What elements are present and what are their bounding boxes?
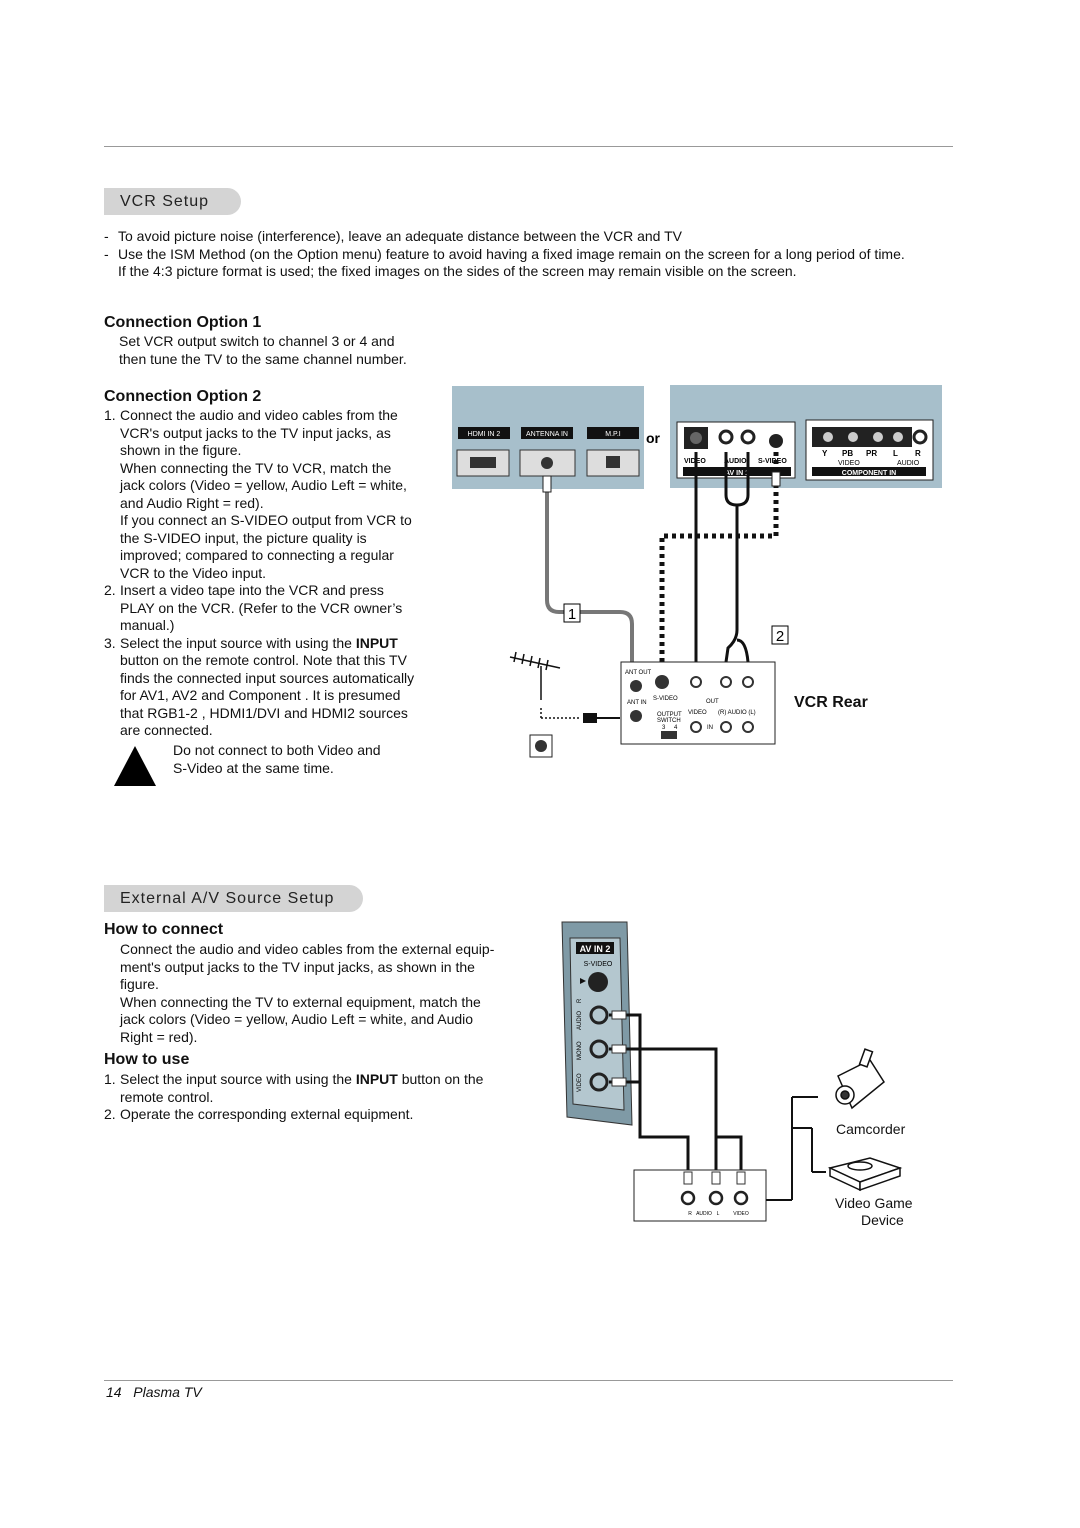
option1-heading: Connection Option 1 [104, 314, 262, 331]
option2-steps: 1.Connect the audio and video cables fro… [104, 407, 439, 740]
component-label: Y [822, 449, 828, 458]
s-video-cable [659, 452, 779, 662]
panel1-label: ANTENNA IN [526, 431, 568, 438]
warning-icon [114, 746, 156, 786]
panel1-label: M.P.I [605, 431, 620, 438]
how-to-use-heading: How to use [104, 1051, 190, 1068]
vcr-label: S-VIDEO [653, 696, 678, 702]
note-3: If the 4:3 picture format is used; the f… [118, 263, 797, 279]
vcr-label: VIDEO [688, 710, 707, 716]
step1: 1.Connect the audio and video cables fro… [104, 407, 412, 581]
antenna-cable [545, 476, 634, 662]
av-label: AUDIO [724, 458, 747, 465]
device-bracket [766, 1096, 826, 1201]
note-2: -Use the ISM Method (on the Option menu)… [104, 245, 905, 262]
s-video-jack [588, 972, 608, 992]
section-title-external: External A/V Source Setup [104, 885, 363, 912]
video-game-label: Video Game [835, 1195, 913, 1211]
warning-text: Do not connect to both Video and S-Video… [173, 742, 381, 776]
video-game-icon [827, 1157, 903, 1192]
vcr-rear-panel [620, 661, 776, 745]
vcr-connection-diagram: HDMI IN 2 ANTENNA IN M.P.I or VIDEO AUDI… [452, 385, 942, 758]
top-rule [104, 146, 953, 147]
vcr-rear-label: VCR Rear [794, 694, 868, 711]
video-game-label-2: Device [861, 1212, 904, 1228]
component-label: COMPONENT IN [842, 470, 896, 477]
component-label: L [893, 449, 898, 458]
vcr-label: OUT [706, 699, 719, 705]
vcr-label: 4 [674, 725, 678, 731]
camcorder-label: Camcorder [836, 1121, 906, 1137]
av-in2-label: AV IN 2 [580, 944, 611, 954]
component-label: PB [842, 449, 853, 458]
device-label: L [717, 1211, 720, 1217]
device-label: AUDIO [696, 1211, 712, 1217]
callout-1: 1 [568, 606, 576, 623]
vcr-label: ANT OUT [625, 670, 652, 676]
device-label: R [688, 1211, 692, 1217]
av-label: AV IN 1 [725, 470, 749, 477]
section-title-text: VCR Setup [120, 192, 210, 210]
vcr-label: ANT IN [627, 700, 647, 706]
vcr-label: SWITCH [657, 718, 681, 724]
side-label: MONO [577, 1041, 583, 1060]
component-label: R [915, 449, 921, 458]
av-label: S-VIDEO [758, 458, 787, 465]
side-label: VIDEO [577, 1073, 583, 1092]
footer-title: Plasma TV [133, 1384, 202, 1400]
panel1-label: HDMI IN 2 [468, 431, 501, 438]
antenna-icon [509, 651, 580, 719]
vcr-label: (R) AUDIO (L) [718, 710, 756, 716]
bottom-rule [104, 1380, 953, 1381]
option2-heading: Connection Option 2 [104, 388, 262, 405]
vcr-label: OUTPUT [657, 712, 682, 718]
connector [583, 713, 597, 723]
section-title-text: External A/V Source Setup [120, 889, 335, 907]
camcorder-icon [835, 1048, 885, 1110]
s-video-label: S-VIDEO [584, 961, 613, 968]
page-number: 14 [106, 1384, 122, 1400]
how-to-use-text: 1.Select the input source with using the… [104, 1071, 484, 1122]
or-label: or [646, 430, 661, 446]
callout-2: 2 [776, 628, 784, 645]
side-label: R [577, 998, 583, 1003]
page-footer: 14 Plasma TV [106, 1384, 202, 1400]
side-label: AUDIO [577, 1011, 583, 1030]
device-label: VIDEO [733, 1211, 749, 1217]
component-label: VIDEO [838, 460, 860, 467]
step3: 3.Select the input source with using the… [104, 634, 415, 739]
component-label: AUDIO [897, 460, 920, 467]
how-to-connect-heading: How to connect [104, 921, 224, 938]
section-title-vcr-setup: VCR Setup [104, 188, 241, 215]
how-to-connect-text: Connect the audio and video cables from … [120, 941, 495, 1045]
component-label: PR [866, 449, 877, 458]
vcr-notes: -To avoid picture noise (interference), … [104, 228, 964, 281]
note-1: -To avoid picture noise (interference), … [104, 228, 682, 244]
external-connection-diagram: AV IN 2 S-VIDEO AUDIO R MONO VIDEO R AUD… [561, 921, 903, 1222]
option1-text: Set VCR output switch to channel 3 or 4 … [119, 333, 407, 367]
vcr-label: 3 [662, 725, 666, 731]
vcr-label: IN [707, 725, 713, 731]
step2: 2.Insert a video tape into the VCR and p… [104, 582, 403, 633]
